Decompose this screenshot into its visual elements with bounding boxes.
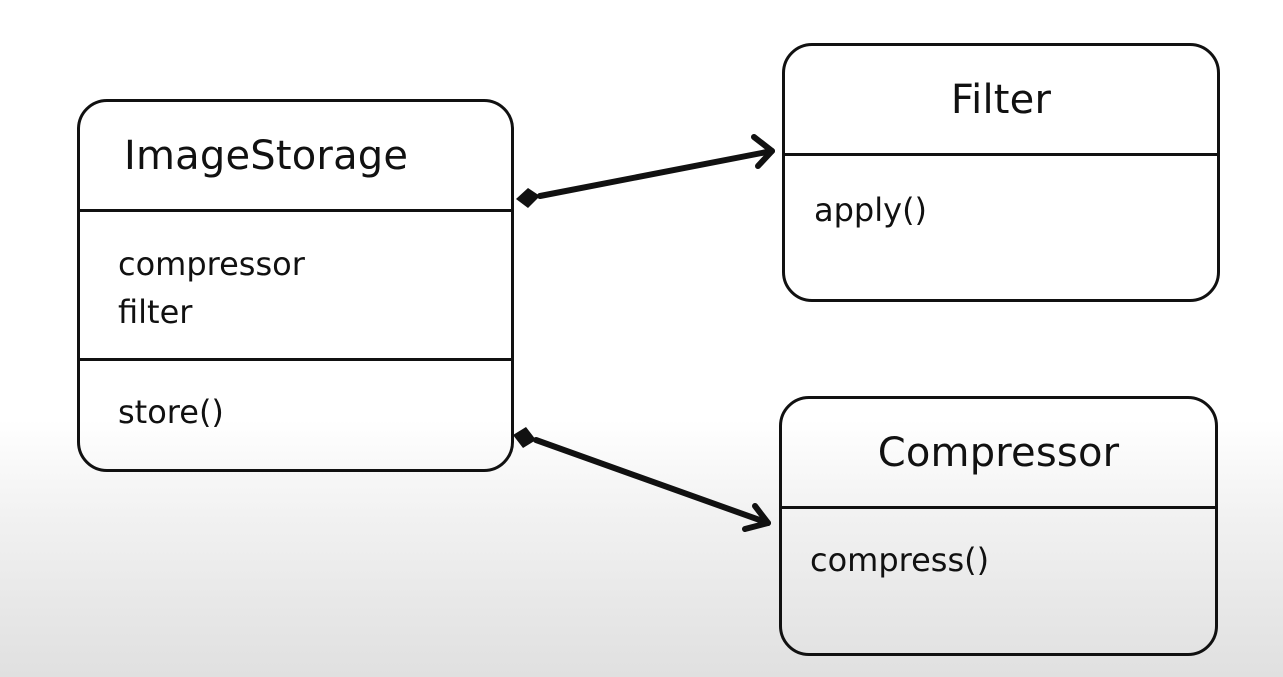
attribute-filter: filter [118,293,193,331]
operations-section: compress() [782,536,1215,584]
attributes-section: compressor filter [80,240,511,336]
operation-compress: compress() [810,541,990,579]
class-name-imagestorage: ImageStorage [124,132,409,179]
attribute-compressor: compressor [118,245,305,283]
arrowhead-filter [751,134,775,169]
association-line-compressor [533,437,771,526]
operations-section: apply() [785,186,1217,234]
operations-section: store() [80,388,511,436]
composition-diamond-compressor [513,427,536,448]
class-box-filter[interactable]: Filter apply() [782,43,1220,302]
composition-imagestorage-compressor [513,427,771,532]
class-divider [80,358,511,361]
class-box-compressor[interactable]: Compressor compress() [779,396,1218,656]
class-name-compressor: Compressor [877,429,1120,476]
composition-diamond-filter [516,188,540,208]
operation-apply: apply() [814,191,928,229]
class-divider [782,506,1215,509]
class-name-filter: Filter [950,76,1052,123]
class-box-imagestorage[interactable]: ImageStorage compressor filter store() [77,99,514,472]
composition-imagestorage-filter [516,134,775,208]
class-divider [785,153,1217,156]
arrowhead-compressor [742,503,771,532]
association-line-filter [537,148,775,199]
operation-store: store() [118,393,224,431]
class-divider [80,209,511,212]
